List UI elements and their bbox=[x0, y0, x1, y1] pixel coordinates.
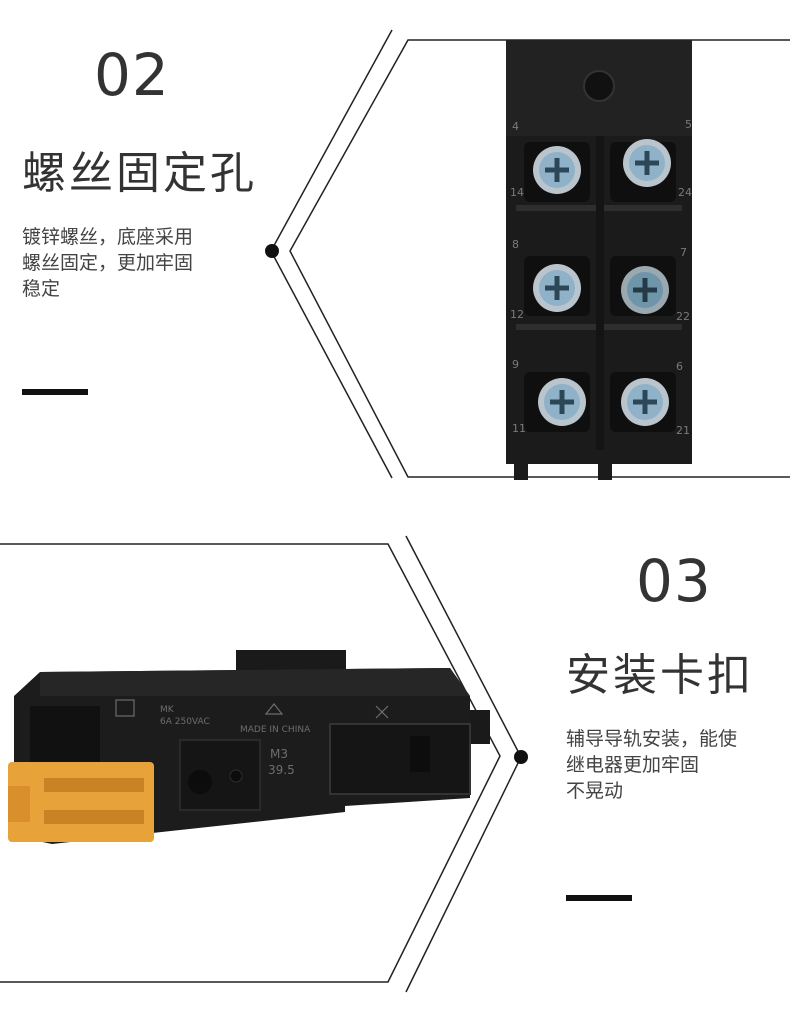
description-line: 镀锌螺丝，底座采用 bbox=[22, 226, 194, 248]
label-text: 39.5 bbox=[268, 763, 295, 777]
accent-bar bbox=[22, 389, 88, 395]
din-clip-icon bbox=[8, 762, 154, 842]
certification-marks-icon bbox=[115, 699, 389, 719]
terminal-label: 24 bbox=[678, 186, 692, 199]
label-text: 6A 250VAC bbox=[160, 717, 210, 727]
label-text: MADE IN CHINA bbox=[240, 725, 311, 735]
screw-icon bbox=[533, 264, 581, 312]
screw-icon bbox=[621, 378, 669, 426]
screw-icon bbox=[533, 146, 581, 194]
section-title: 螺丝固定孔 bbox=[22, 148, 257, 199]
frame-node-dot bbox=[514, 750, 528, 764]
terminal-label: 9 bbox=[512, 358, 519, 371]
section-number: 02 bbox=[94, 41, 170, 109]
terminal-label: 7 bbox=[680, 246, 687, 259]
screw-icon bbox=[623, 139, 671, 187]
frame-node-dot bbox=[265, 244, 279, 258]
label-text: M3 bbox=[270, 747, 288, 761]
section-description: 辅导导轨安装，能使 继电器更加牢固 不晃动 bbox=[566, 726, 786, 804]
description-line: 辅导导轨安装，能使 bbox=[566, 728, 738, 750]
product-photo-frame: MK 6A 250VAC MADE IN CHINA M3 39.5 bbox=[0, 535, 528, 993]
description-line: 不晃动 bbox=[566, 780, 624, 802]
terminal-label: 5 bbox=[685, 118, 692, 131]
terminal-label: 21 bbox=[676, 424, 690, 437]
section-description: 镀锌螺丝，底座采用 螺丝固定，更加牢固 稳定 bbox=[22, 224, 242, 302]
accent-bar bbox=[566, 895, 632, 901]
section-screw-holes: 02 螺丝固定孔 镀锌螺丝，底座采用 螺丝固定，更加牢固 稳定 bbox=[0, 0, 790, 500]
screw-icon bbox=[538, 378, 586, 426]
terminal-label: 8 bbox=[512, 238, 519, 251]
description-line: 稳定 bbox=[22, 278, 61, 300]
product-photo-frame: 4 5 14 24 8 7 12 22 9 6 11 21 bbox=[265, 29, 790, 480]
section-title: 安装卡扣 bbox=[566, 650, 754, 701]
terminal-label: 22 bbox=[676, 310, 690, 323]
terminal-label: 12 bbox=[510, 308, 524, 321]
description-line: 继电器更加牢固 bbox=[566, 754, 700, 776]
section-number: 03 bbox=[636, 547, 712, 615]
terminal-label: 11 bbox=[512, 422, 526, 435]
terminal-label: 6 bbox=[676, 360, 683, 373]
description-line: 螺丝固定，更加牢固 bbox=[22, 252, 194, 274]
label-text: MK bbox=[160, 705, 175, 715]
section-mounting-clip: MK 6A 250VAC MADE IN CHINA M3 39.5 03 安装… bbox=[0, 500, 790, 1012]
mounting-hole-icon bbox=[583, 70, 615, 102]
terminal-label: 4 bbox=[512, 120, 519, 133]
frame-line-inner bbox=[0, 543, 501, 983]
screw-icon bbox=[621, 266, 669, 314]
terminal-label: 14 bbox=[510, 186, 524, 199]
